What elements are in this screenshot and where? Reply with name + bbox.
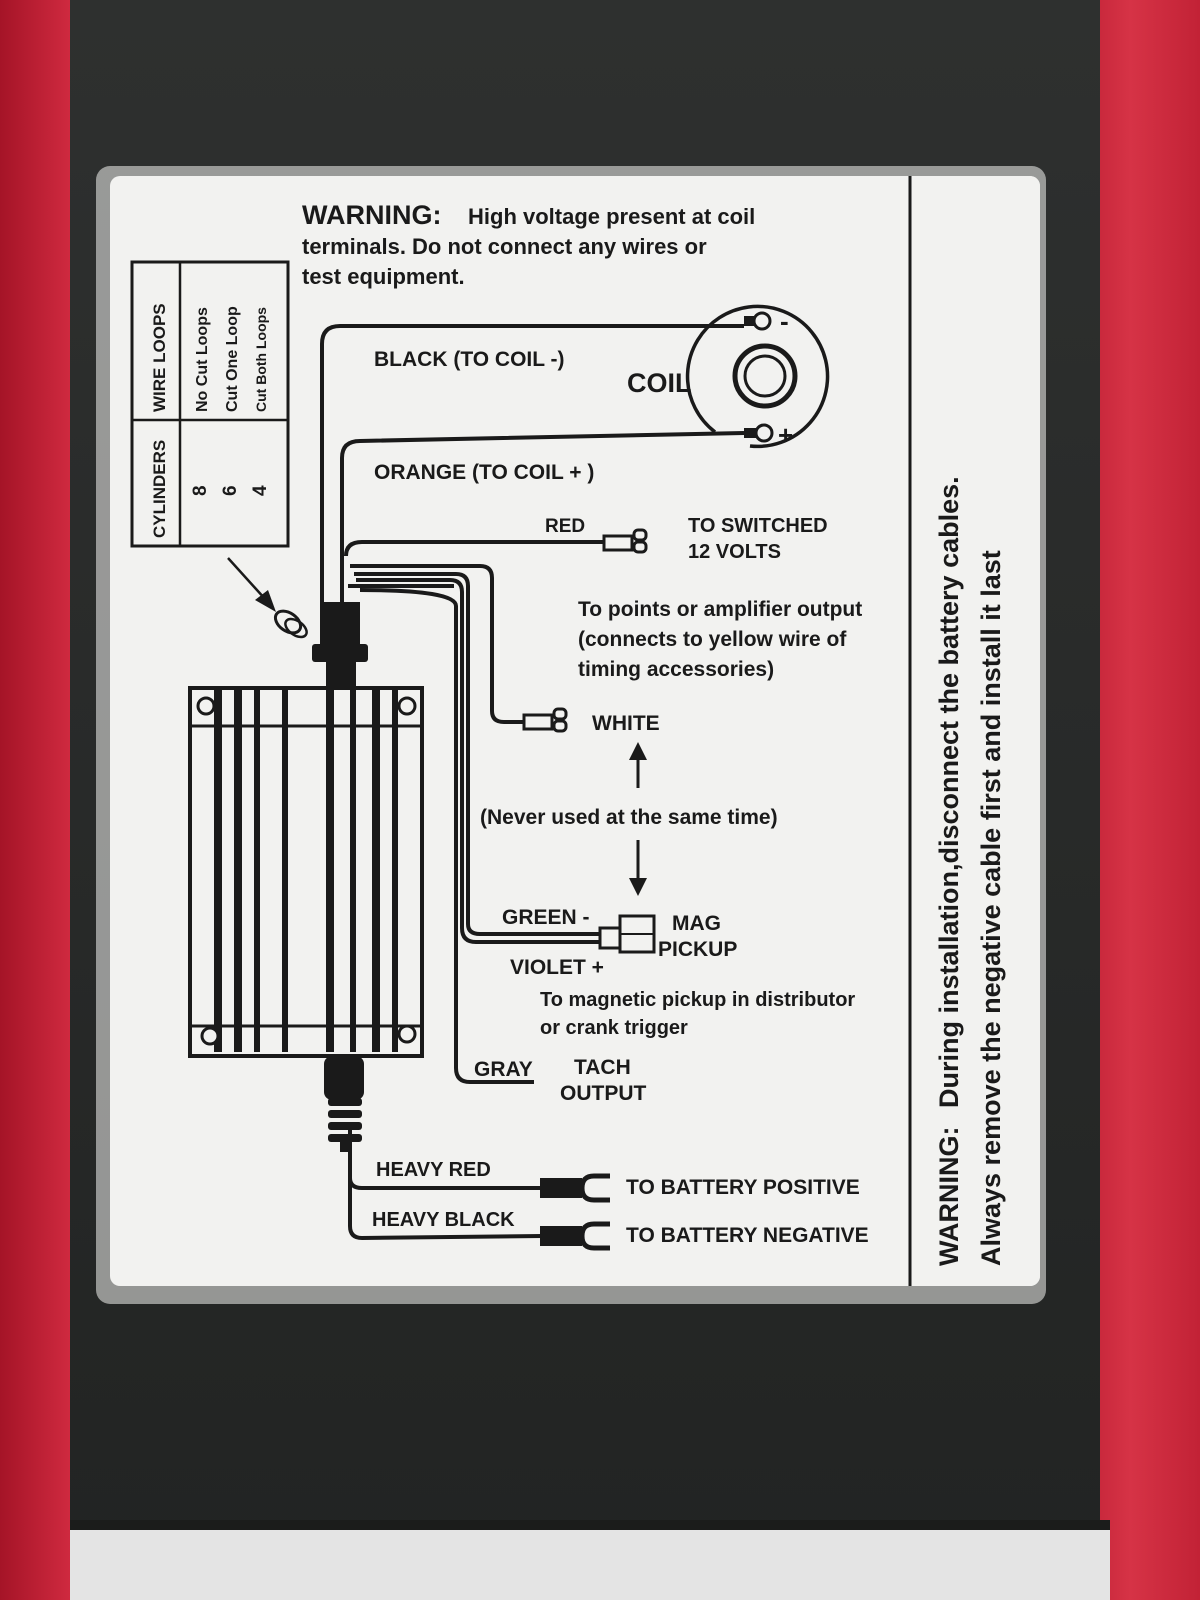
table-cyl-6: 6 [220,485,241,496]
white-wire [350,564,524,724]
side-warning-panel [922,176,1040,1286]
side-warning-lead: WARNING: [934,1127,964,1266]
mag-pickup-connector [598,914,656,954]
side-warning-line2: Always remove the negative cable first a… [976,550,1006,1266]
mag-pickup-line1: MAG [672,912,721,935]
battery-positive-terminal [540,1173,610,1203]
coil-plus-sign: + [778,420,793,450]
tach-output-line1: TACH [574,1056,631,1079]
wiring-label: WARNING: High voltage present at coil te… [110,176,1040,1286]
black-wire-label: BLACK (TO COIL -) [374,348,565,371]
battery-positive-label: TO BATTERY POSITIVE [626,1176,860,1199]
wire-loop-arrow [227,557,308,639]
red-wire [344,540,606,557]
battery-negative-terminal [540,1221,610,1251]
table-header-wire-loops: WIRE LOOPS [150,303,169,412]
points-text-line1: To points or amplifier output [578,598,862,621]
violet-wire-label: VIOLET + [510,956,604,979]
wiring-diagram: WARNING: High voltage present at coil te… [130,176,1040,1286]
points-text-line3: timing accessories) [578,658,774,681]
table-loops-both: Cut Both Loops [253,307,269,412]
gray-wire [359,588,534,1084]
harness-connector [312,602,368,690]
points-text-line2: (connects to yellow wire of [578,628,847,651]
never-same-time-arrow [629,742,647,896]
battery-cable-grommet [324,1056,364,1152]
switched-12v-line2: 12 VOLTS [688,541,781,563]
white-wire-label: WHITE [592,712,660,735]
coil-pos-terminal [754,423,774,443]
switched-12v-line1: TO SWITCHED [688,515,828,537]
table-loops-one: Cut One Loop [224,306,241,412]
heavy-black-wire [348,1136,543,1241]
side-warning-line1-text: During installation,disconnect the batte… [934,476,964,1108]
battery-negative-label: TO BATTERY NEGATIVE [626,1224,869,1247]
red-wire-label: RED [545,516,585,537]
top-warning-line1: High voltage present at coil [468,204,755,229]
table-cyl-8: 8 [190,485,211,496]
ignition-module [188,686,424,1058]
wire-paths [320,324,745,1241]
heavy-red-label: HEAVY RED [376,1159,491,1181]
ignition-coil: COIL - + [627,304,830,450]
coil-neg-terminal [752,311,772,331]
red-connector [602,528,648,554]
green-wire [354,572,600,936]
orange-wire-label: ORANGE (TO COIL + ) [374,461,594,484]
top-warning-line3: test equipment. [302,264,465,289]
white-connector [522,707,568,733]
coil-label: COIL [627,368,692,398]
orange-wire [340,431,745,606]
gray-wire-label: GRAY [474,1058,533,1081]
table-header-cylinders: CYLINDERS [150,440,169,538]
violet-wire [356,578,602,944]
table-cyl-4: 4 [250,485,271,496]
heavy-black-label: HEAVY BLACK [372,1209,515,1231]
tach-output-line2: OUTPUT [560,1082,647,1105]
never-same-time-text: (Never used at the same time) [480,806,778,829]
table-surface [70,1530,1110,1600]
cylinder-table: CYLINDERS WIRE LOOPS 8 6 4 No Cut Loops … [130,260,290,548]
green-wire-label: GREEN - [502,906,590,929]
magnetic-text-line2: or crank trigger [540,1017,688,1039]
coil-minus-sign: - [780,306,789,336]
magnetic-text-line1: To magnetic pickup in distributor [540,989,855,1011]
side-warning-line1: WARNING: During installation,disconnect … [934,476,964,1266]
black-wire [320,324,744,606]
table-loops-none: No Cut Loops [194,307,211,412]
mag-pickup-line2: PICKUP [658,938,737,961]
top-warning-line2: terminals. Do not connect any wires or [302,234,707,259]
top-warning-lead: WARNING: [302,200,441,230]
